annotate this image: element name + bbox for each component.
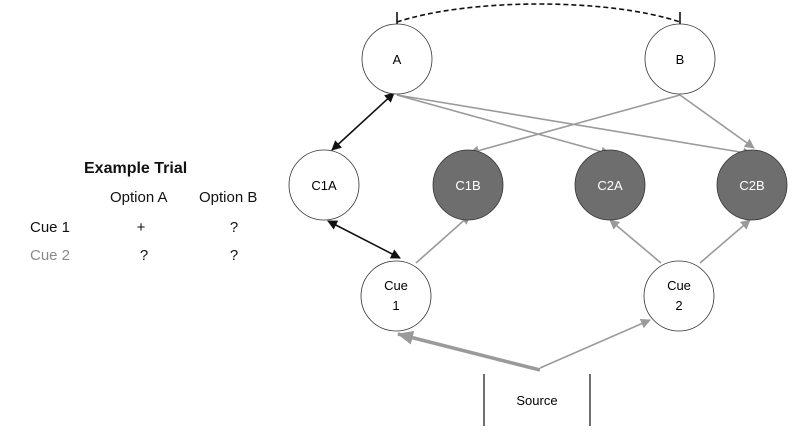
svg-text:2: 2: [675, 298, 682, 313]
example-trial-title: Example Trial: [84, 160, 188, 177]
svg-text:B: B: [676, 52, 685, 67]
cell-cue2-option-a: ?: [139, 247, 149, 264]
svg-text:Cue: Cue: [667, 278, 691, 293]
cell-cue2-option-b: ?: [229, 247, 239, 264]
black-arrows: [327, 92, 401, 259]
node-c2b: C2B: [716, 149, 788, 221]
node-cue-2: Cue 2: [643, 260, 715, 332]
row-label-cue-2: Cue 2: [30, 247, 71, 264]
node-c1a: C1A: [288, 149, 360, 221]
svg-text:1: 1: [392, 298, 399, 313]
arrow-a-to-c2a: [396, 94, 611, 157]
node-c1b: C1B: [432, 149, 504, 221]
arrow-source-to-cue2: [539, 319, 651, 369]
column-header-option-b: Option B: [199, 189, 258, 206]
svg-text:C1B: C1B: [455, 178, 480, 193]
arrow-cue1-to-c1b: [415, 214, 471, 264]
arrow-cue2-to-c2a: [609, 219, 662, 264]
svg-text:C1A: C1A: [311, 178, 337, 193]
arrow-a-c1a: [331, 92, 395, 151]
svg-text:C2B: C2B: [739, 178, 764, 193]
node-b: B: [644, 23, 716, 95]
svg-text:C2A: C2A: [597, 178, 623, 193]
svg-text:A: A: [393, 52, 402, 67]
arrow-source-to-cue1: [397, 330, 541, 372]
row-label-cue-1: Cue 1: [30, 219, 71, 236]
source-label: Source: [516, 393, 557, 408]
arrow-c1a-cue1: [327, 220, 401, 259]
column-header-option-a: Option A: [110, 189, 168, 206]
dashed-link-a-b: [396, 3, 681, 24]
source-box: Source: [483, 374, 591, 426]
node-c2a: C2A: [574, 149, 646, 221]
gray-arrows: [396, 94, 755, 372]
arrow-cue2-to-c2b: [699, 219, 751, 264]
cell-cue1-option-b: ?: [229, 219, 239, 236]
node-a: A: [361, 23, 433, 95]
arrow-b-to-c2b: [679, 94, 755, 149]
svg-text:Cue: Cue: [384, 278, 408, 293]
node-cue-1: Cue 1: [360, 260, 432, 332]
arrow-b-to-c1b: [469, 94, 681, 156]
cell-cue1-option-a: +: [136, 219, 146, 236]
